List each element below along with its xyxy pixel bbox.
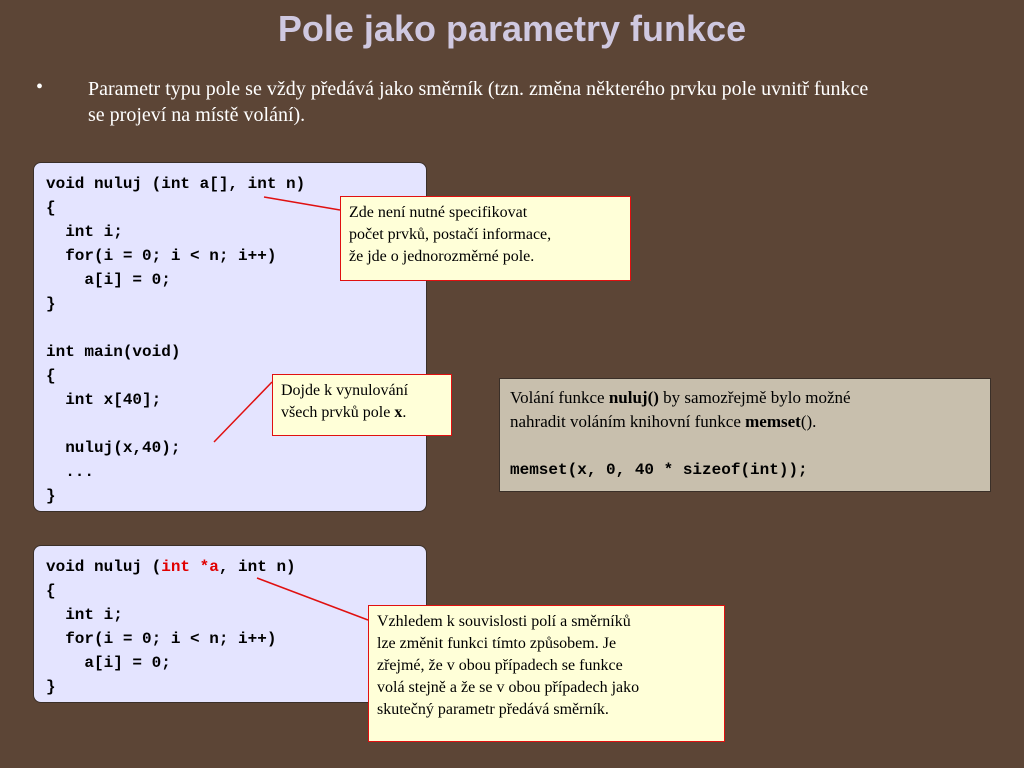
info-spacer xyxy=(510,434,980,458)
code-highlight: int *a xyxy=(161,558,219,576)
info-line: Volání funkce nuluj() by samozřejmě bylo… xyxy=(510,386,980,410)
info-bold-text: nuluj() xyxy=(608,388,659,407)
code-line: } xyxy=(46,678,56,696)
note-line: počet prvků, postačí informace, xyxy=(349,226,552,243)
note-line: lze změnit funkci tímto způsobem. Je xyxy=(377,635,617,652)
code-line: void nuluj (int a[], int n) xyxy=(46,175,306,193)
note-line: zřejmé, že v obou případech se funkce xyxy=(377,657,623,674)
callout-line-note3 xyxy=(256,577,369,621)
slide-title: Pole jako parametry funkce xyxy=(277,8,747,49)
bullet-text-line: Parametr typu pole se vždy předává jako … xyxy=(88,78,869,100)
info-bold-text: memset xyxy=(745,412,801,431)
memset-code-line: memset(x, 0, 40 * sizeof(int)); xyxy=(510,461,808,479)
info-text: Volání funkce xyxy=(510,388,609,407)
code-line: int main(void) xyxy=(46,343,181,361)
callout-note-zeroing: Dojde k vynulování všech prvků pole x. xyxy=(272,374,452,436)
code-line: for(i = 0; i < n; i++) xyxy=(46,247,277,265)
code-line: { xyxy=(46,582,56,600)
note-line: Zde není nutné specifikovat xyxy=(349,204,528,221)
callout-line-note2 xyxy=(213,381,273,443)
note-line: volá stejně a že se v obou případech jak… xyxy=(377,679,640,696)
memset-info-box: Volání funkce nuluj() by samozřejmě bylo… xyxy=(499,378,991,492)
info-text: by samozřejmě bylo možné xyxy=(658,388,851,407)
code-text: void nuluj ( xyxy=(46,558,162,576)
note-bold-text: x xyxy=(394,404,403,421)
code-line: nuluj(x,40); xyxy=(46,439,181,457)
code-line: ... xyxy=(46,463,95,481)
info-text: (). xyxy=(800,412,817,431)
note-line: skutečný parametr předává směrník. xyxy=(377,701,609,718)
note-line: Vzhledem k souvislosti polí a směrníků xyxy=(377,613,631,630)
bullet-text: Parametr typu pole se vždy předává jako … xyxy=(88,76,993,128)
info-text: nahradit voláním knihovní funkce xyxy=(510,412,746,431)
code-line: for(i = 0; i < n; i++) xyxy=(46,630,277,648)
code-line: { xyxy=(46,199,56,217)
code-text: , int n) xyxy=(218,558,296,576)
callout-note-array-size: Zde není nutné specifikovat počet prvků,… xyxy=(340,196,631,281)
bullet-text-line: se projeví na místě volání). xyxy=(88,104,306,126)
callout-line-note1 xyxy=(263,196,341,211)
note-text: všech prvků pole xyxy=(281,404,395,421)
bullet-marker: • xyxy=(36,76,44,98)
code-line: void nuluj (int *a, int n) xyxy=(46,555,414,579)
info-line: nahradit voláním knihovní funkce memset(… xyxy=(510,410,980,434)
code-line: a[i] = 0; xyxy=(46,271,171,289)
code-line: } xyxy=(46,487,56,505)
code-line: } xyxy=(46,295,56,313)
code-line: { xyxy=(46,367,56,385)
note-line: Dojde k vynulování xyxy=(281,382,409,399)
note-text: . xyxy=(402,404,407,421)
code-line: a[i] = 0; xyxy=(46,654,171,672)
code-line: int i; xyxy=(46,606,123,624)
callout-note-pointer-equivalence: Vzhledem k souvislosti polí a směrníků l… xyxy=(368,605,725,742)
code-line: int x[40]; xyxy=(46,391,162,409)
note-line: všech prvků pole x. xyxy=(281,402,443,424)
note-line: že jde o jednorozměrné pole. xyxy=(349,248,535,265)
code-line: int i; xyxy=(46,223,123,241)
